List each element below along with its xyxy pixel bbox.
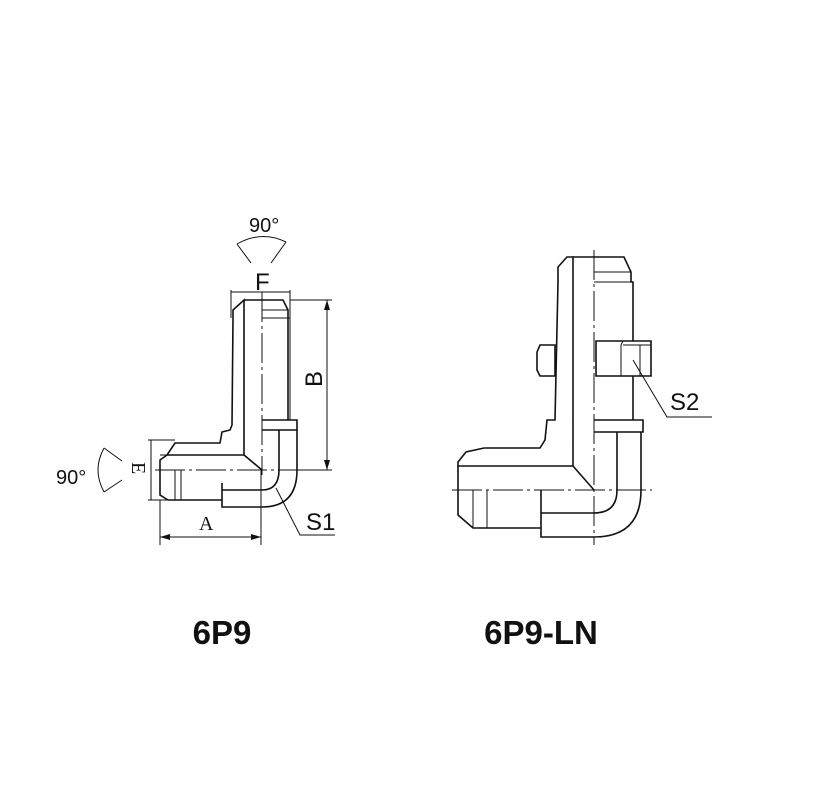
label-s1: S1: [306, 509, 335, 536]
hatched-section: [165, 298, 245, 456]
label-f: F: [255, 269, 270, 296]
fitting-6p9: F 90° B E 90° A S1 6P9: [56, 215, 335, 651]
label-b: B: [301, 371, 328, 387]
label-a: A: [199, 513, 214, 535]
figure-title-6p9-ln: 6P9-LN: [484, 614, 598, 651]
fitting-6p9-ln: S2 6P9-LN: [452, 250, 712, 651]
label-side-angle: 90°: [56, 467, 86, 489]
label-top-angle: 90°: [249, 215, 279, 237]
figure-title-6p9: 6P9: [193, 614, 252, 651]
hatched-nut-section: [536, 344, 556, 377]
label-s2: S2: [670, 389, 699, 416]
label-e: E: [127, 462, 149, 474]
hatched-section: [457, 256, 574, 467]
